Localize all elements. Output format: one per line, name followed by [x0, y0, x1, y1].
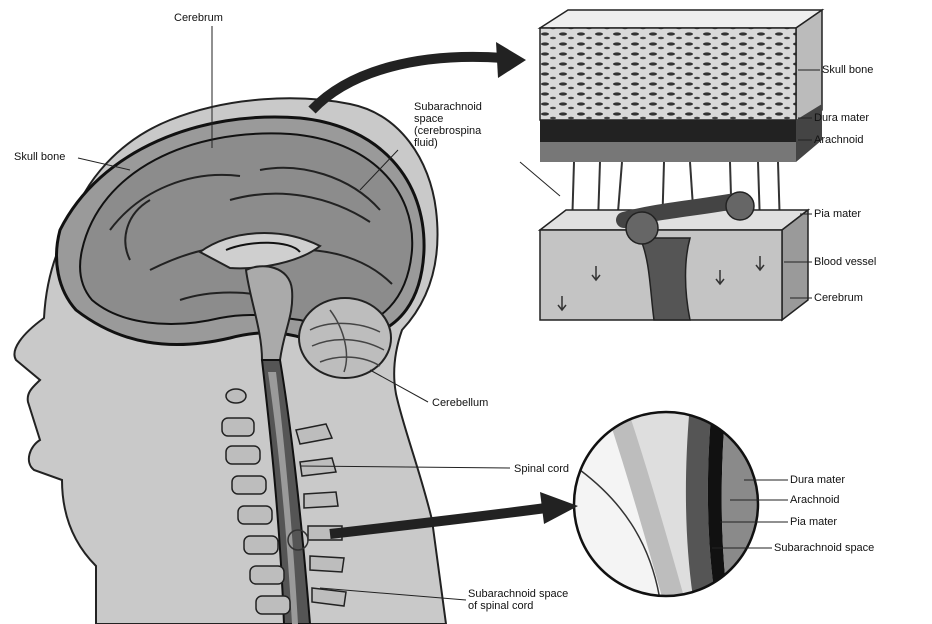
inset-label-skull-bone: Skull bone — [822, 64, 873, 76]
label-spinal-cord: Spinal cord — [514, 463, 569, 475]
label-subarachnoid-spinal-line-2: of spinal cord — [468, 600, 568, 612]
inset-label-blood-vessel: Blood vessel — [814, 256, 876, 268]
inset-label-arachnoid: Arachnoid — [814, 134, 864, 146]
label-subarachnoid-space-spinal: Subarachnoid space of spinal cord — [468, 588, 568, 612]
meninges-block-inset — [540, 10, 822, 320]
label-cerebellum: Cerebellum — [432, 397, 488, 409]
label-subarachnoid-line-1: Subarachnoid — [414, 101, 482, 113]
circle-label-dura-mater: Dura mater — [790, 474, 845, 486]
label-subarachnoid-line-3: (cerebrospina — [414, 125, 482, 137]
circle-label-arachnoid: Arachnoid — [790, 494, 840, 506]
circle-label-pia-mater: Pia mater — [790, 516, 837, 528]
circle-label-subarachnoid-space: Subarachnoid space — [774, 542, 874, 554]
label-skull-bone-left: Skull bone — [14, 151, 65, 163]
inset-label-dura-mater: Dura mater — [814, 112, 869, 124]
label-subarachnoid-spinal-line-1: Subarachnoid space — [468, 588, 568, 600]
inset-label-pia-mater: Pia mater — [814, 208, 861, 220]
inset-label-cerebrum: Cerebrum — [814, 292, 863, 304]
label-subarachnoid-line-2: space — [414, 113, 482, 125]
label-cerebrum-top: Cerebrum — [174, 12, 223, 24]
label-subarachnoid-space-top: Subarachnoid space (cerebrospina fluid) — [414, 101, 482, 149]
label-subarachnoid-line-4: fluid) — [414, 137, 482, 149]
